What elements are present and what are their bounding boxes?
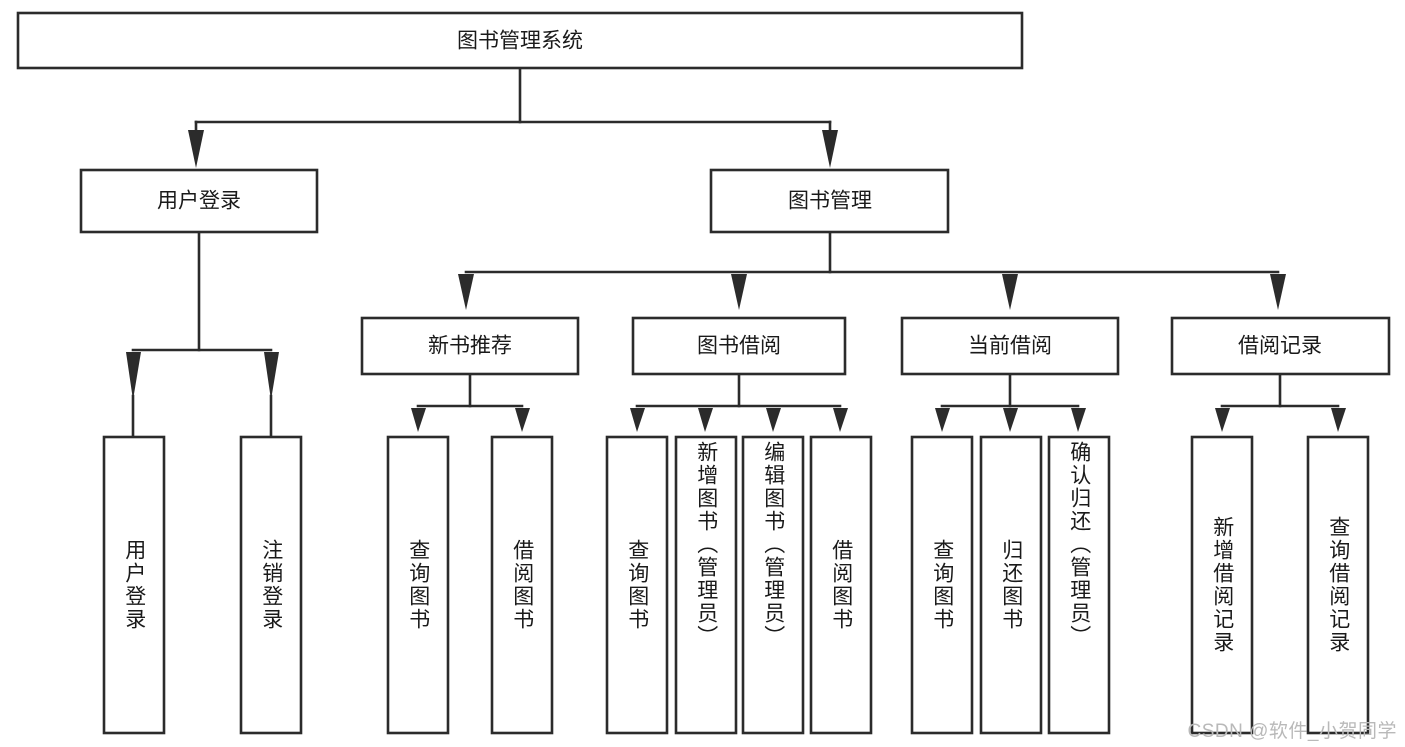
node-leaf-query-book-2-box[interactable] bbox=[605, 435, 669, 735]
arrow-head-leaf-edit-book bbox=[766, 408, 781, 432]
node-book-manage-box[interactable] bbox=[709, 168, 950, 234]
arrow-head-leaf-return-book bbox=[1003, 408, 1018, 432]
node-new-book-rec-box[interactable] bbox=[360, 316, 580, 376]
node-user-login-box[interactable] bbox=[79, 168, 319, 234]
node-leaf-query-book-1-box[interactable] bbox=[386, 435, 450, 735]
node-user-login-label: 用户登录 bbox=[157, 190, 241, 213]
arrow-head-user-login bbox=[188, 130, 204, 168]
arrow-head-borrow-record bbox=[1270, 274, 1286, 310]
node-leaf-add-book-box[interactable] bbox=[674, 435, 738, 735]
arrow-head-leaf-borrow-book-2 bbox=[833, 408, 848, 432]
arrow-head-leaf-borrow-book-1 bbox=[515, 408, 530, 432]
node-leaf-return-book-box[interactable] bbox=[979, 435, 1043, 735]
arrow-head-book-borrow bbox=[731, 274, 747, 310]
node-book-borrow-label: 图书借阅 bbox=[697, 335, 781, 358]
node-layer: 图书管理系统 用户登录 图书管理 新书推荐 图书借阅 当前借阅 借阅记录 bbox=[16, 11, 1391, 735]
arrow-head-leaf-query-book-3 bbox=[935, 408, 950, 432]
node-leaf-borrow-book-2-box[interactable] bbox=[809, 435, 873, 735]
node-leaf-user-login-box[interactable] bbox=[102, 435, 166, 735]
node-book-manage-label: 图书管理 bbox=[788, 190, 872, 213]
arrow-head-leaf-query-book-2 bbox=[630, 408, 645, 432]
node-root-label: 图书管理系统 bbox=[457, 30, 583, 53]
arrow-head-leaf-add-record bbox=[1215, 408, 1230, 432]
node-leaf-edit-book-box[interactable] bbox=[741, 435, 805, 735]
arrow-head-leaf-user-login bbox=[126, 352, 141, 400]
node-leaf-query-record-box[interactable] bbox=[1306, 435, 1370, 735]
node-borrow-record-box[interactable] bbox=[1170, 316, 1391, 376]
node-leaf-borrow-book-1-box[interactable] bbox=[490, 435, 554, 735]
node-book-borrow-box[interactable] bbox=[631, 316, 847, 376]
node-current-borrow-box[interactable] bbox=[900, 316, 1120, 376]
arrow-head-book-manage bbox=[822, 130, 838, 168]
node-leaf-confirm-return-box[interactable] bbox=[1047, 435, 1111, 735]
node-leaf-query-book-3-box[interactable] bbox=[910, 435, 974, 735]
node-borrow-record-label: 借阅记录 bbox=[1238, 335, 1322, 358]
arrow-head-leaf-query-book-1 bbox=[411, 408, 426, 432]
node-current-borrow-label: 当前借阅 bbox=[968, 335, 1052, 358]
arrow-head-leaf-add-book bbox=[698, 408, 713, 432]
arrow-head-current-borrow bbox=[1002, 274, 1018, 310]
node-leaf-logout-login-box[interactable] bbox=[239, 435, 303, 735]
arrow-head-new-book-rec bbox=[458, 274, 474, 310]
arrow-head-leaf-logout-login bbox=[264, 352, 279, 400]
watermark: CSDN @软件_小贺同学 bbox=[1187, 721, 1397, 742]
node-root-box[interactable] bbox=[16, 11, 1024, 70]
arrow-head-leaf-confirm-return bbox=[1071, 408, 1086, 432]
connector-layer bbox=[126, 67, 1346, 439]
node-leaf-add-record-box[interactable] bbox=[1190, 435, 1254, 735]
arrow-head-leaf-query-record bbox=[1331, 408, 1346, 432]
node-new-book-rec-label: 新书推荐 bbox=[428, 335, 512, 358]
